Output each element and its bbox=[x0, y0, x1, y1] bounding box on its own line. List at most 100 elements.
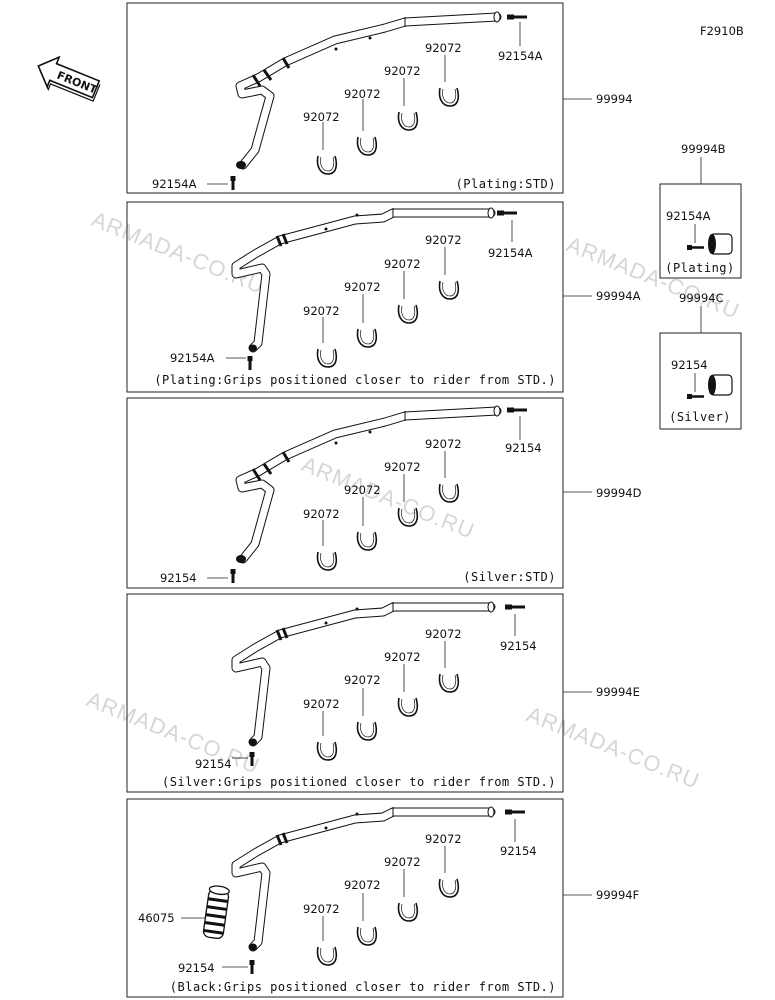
bolt-label: 92154A bbox=[488, 246, 533, 260]
bolt-label: 92154 bbox=[500, 844, 537, 858]
clamp-label: 92072 bbox=[303, 304, 340, 318]
bolt-label: 92154 bbox=[178, 961, 215, 975]
assembly-part-no: 99994A bbox=[596, 289, 641, 303]
clamp bbox=[316, 155, 338, 175]
end-cap-part-no: 99994B bbox=[681, 142, 726, 156]
bolt-label: 92154 bbox=[195, 757, 232, 771]
clamp-label: 92072 bbox=[425, 41, 462, 55]
end-bolt bbox=[505, 13, 529, 21]
front-arrow-icon: FRONT bbox=[37, 55, 101, 102]
clamp bbox=[397, 902, 419, 922]
clamp-label: 92072 bbox=[344, 87, 381, 101]
clamp bbox=[397, 304, 419, 324]
assembly-99994A: 92072 92072 92072 92072 92154A 92154A (P… bbox=[126, 201, 641, 393]
clamp-label: 92072 bbox=[303, 110, 340, 124]
grip bbox=[202, 885, 230, 940]
end-bolt bbox=[503, 808, 527, 816]
assembly-part-no: 99994E bbox=[596, 685, 640, 699]
assembly-note: (Silver:Grips positioned closer to rider… bbox=[162, 775, 556, 789]
clamp-label: 92072 bbox=[384, 650, 421, 664]
clamp bbox=[438, 87, 460, 107]
assembly-note: (Black:Grips positioned closer to rider … bbox=[170, 980, 556, 994]
clamp-label: 92072 bbox=[344, 483, 381, 497]
cap-bolt bbox=[687, 394, 704, 399]
clamp-label: 92072 bbox=[425, 233, 462, 247]
clamp bbox=[397, 697, 419, 717]
watermark-text: ARMADA-CO.RU bbox=[83, 686, 263, 778]
clamp bbox=[356, 328, 378, 348]
end-cap-note: (Silver) bbox=[669, 410, 731, 424]
assembly-frame bbox=[126, 593, 564, 793]
assembly-frame bbox=[126, 798, 564, 998]
clamp bbox=[316, 741, 338, 761]
clamp bbox=[438, 878, 460, 898]
end-bolt bbox=[495, 209, 519, 217]
assembly-part-no: 99994 bbox=[596, 92, 633, 106]
end-cap-frame bbox=[659, 332, 742, 430]
end-cap-99994C: 99994C 92154 (Silver) bbox=[659, 291, 742, 430]
cap-bolt bbox=[687, 245, 704, 250]
end-cap-part-no: 99994C bbox=[679, 291, 724, 305]
assembly-part-no: 99994F bbox=[596, 888, 639, 902]
end-bolt bbox=[248, 958, 256, 976]
end-cap-bolt-label: 92154 bbox=[671, 358, 708, 372]
bar-end-cap bbox=[708, 374, 733, 396]
clamp bbox=[438, 483, 460, 503]
clamp bbox=[356, 531, 378, 551]
bolt-label: 92154 bbox=[505, 441, 542, 455]
assembly-frame bbox=[126, 397, 564, 589]
assembly-part-no: 99994D bbox=[596, 486, 642, 500]
end-bolt bbox=[229, 174, 237, 192]
assembly-note: (Silver:STD) bbox=[463, 570, 556, 584]
end-cap-note: (Plating) bbox=[665, 261, 735, 275]
clamp bbox=[438, 280, 460, 300]
clamp-label: 92072 bbox=[425, 627, 462, 641]
clamp bbox=[316, 551, 338, 571]
end-bolt bbox=[229, 567, 237, 585]
bar-end-cap bbox=[708, 233, 733, 255]
clamp-label: 92072 bbox=[303, 902, 340, 916]
clamp-label: 92072 bbox=[425, 437, 462, 451]
end-cap-99994B: 99994B 92154A (Plating) bbox=[659, 142, 742, 279]
end-bolt bbox=[505, 406, 529, 414]
watermark-text: ARMADA-CO.RU bbox=[88, 206, 268, 298]
end-bolt bbox=[246, 354, 254, 372]
clamp bbox=[316, 348, 338, 368]
bolt-label: 92154 bbox=[500, 639, 537, 653]
clamp bbox=[356, 926, 378, 946]
end-cap-bolt-label: 92154A bbox=[666, 209, 711, 223]
clamp-label: 92072 bbox=[384, 460, 421, 474]
bolt-label: 92154A bbox=[498, 49, 543, 63]
clamp bbox=[356, 721, 378, 741]
assembly-99994E: 92072 92072 92072 92072 92154 92154 (Sil… bbox=[126, 593, 640, 793]
bolt-label: 92154A bbox=[170, 351, 215, 365]
clamp-label: 92072 bbox=[303, 697, 340, 711]
assembly-note: (Plating:Grips positioned closer to ride… bbox=[154, 373, 556, 387]
clamp-label: 92072 bbox=[303, 507, 340, 521]
clamp-label: 92072 bbox=[384, 855, 421, 869]
watermarks: ARMADA-CO.RU ARMADA-CO.RU ARMADA-CO.RU A… bbox=[83, 206, 743, 793]
clamp bbox=[397, 111, 419, 131]
clamp-label: 92072 bbox=[344, 280, 381, 294]
clamp bbox=[316, 946, 338, 966]
clamp-label: 92072 bbox=[344, 878, 381, 892]
assembly-99994F: 92072 92072 92072 92072 92154 92154 4607… bbox=[126, 798, 639, 998]
clamp bbox=[356, 136, 378, 156]
clamp-label: 92072 bbox=[384, 64, 421, 78]
assembly-99994D: 92072 92072 92072 92072 92154 92154 (Sil… bbox=[126, 397, 642, 589]
clamp-label: 92072 bbox=[344, 673, 381, 687]
assembly-99994: 92072 92072 92072 92072 92154A 92154A (P… bbox=[126, 2, 633, 194]
clamp bbox=[438, 673, 460, 693]
bolt-label: 92154A bbox=[152, 177, 197, 191]
assembly-frame bbox=[126, 2, 564, 194]
assembly-frame bbox=[126, 201, 564, 393]
diagram-code: F2910B bbox=[700, 24, 744, 38]
clamp-label: 92072 bbox=[384, 257, 421, 271]
grip-label: 46075 bbox=[138, 911, 175, 925]
bolt-label: 92154 bbox=[160, 571, 197, 585]
assembly-note: (Plating:STD) bbox=[456, 177, 556, 191]
end-bolt bbox=[503, 603, 527, 611]
end-cap-frame bbox=[659, 183, 742, 279]
clamp-label: 92072 bbox=[425, 832, 462, 846]
